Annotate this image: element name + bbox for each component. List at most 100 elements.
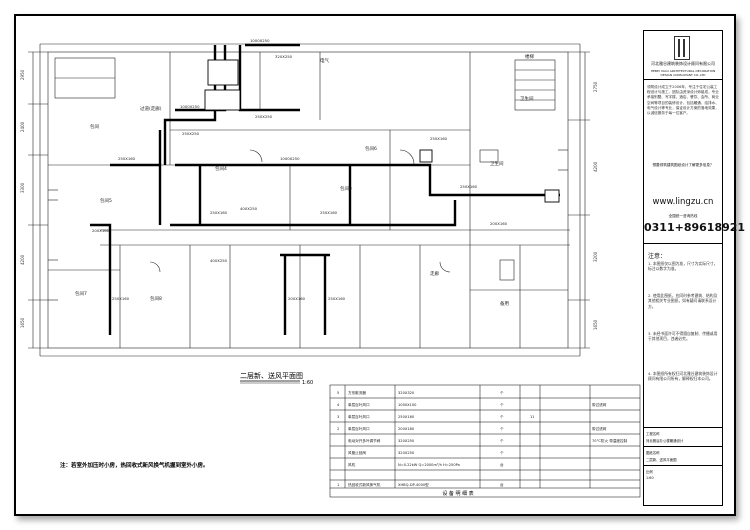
table-cell: XHBQ-DP-4000型 [398, 482, 429, 487]
table-cell: 320X320 [398, 391, 415, 395]
note-item: 3. 未经书面许可不得擅自复制、传播或用于其他项目，违者必究。 [648, 331, 718, 342]
table-cell: 热回收式新风换气机 [348, 482, 381, 487]
duct-label: 400X250 [210, 258, 228, 263]
table-cell: 方形散流器 [348, 390, 366, 395]
duct-label: 250X160 [460, 184, 478, 189]
table-cell: 单层百叶风口 [348, 414, 370, 419]
firm-logo-icon [674, 36, 690, 60]
divider [644, 465, 722, 466]
table-cell: 个 [500, 414, 504, 419]
logo-area: 河北雅谷建筑装饰设计顾问有限公司 HEBEI YAGU ARCHITECTURA… [644, 31, 722, 80]
table-cell: 320X250 [398, 439, 415, 443]
dimension: 4200 [20, 254, 25, 265]
table-cell: 个 [500, 390, 504, 395]
note-item: 1. 本图纸仅以图为准，尺寸为实际尺寸，标注以数字为准。 [648, 261, 718, 272]
phone-number: 0311+89618921 [644, 221, 746, 234]
room-label: 包间9 [340, 185, 352, 192]
duct-label: 400X250 [240, 206, 258, 211]
table-cell: 个 [500, 438, 504, 443]
duct-label: 250X160 [112, 296, 130, 301]
table-cell: 1000X100 [398, 403, 417, 407]
project-label: 工程名称 [646, 432, 660, 436]
room-label: 卫生间 [490, 160, 504, 167]
ad-line: 想要领筑建筑图纸设计了解更多信息？ [652, 163, 714, 167]
table-cell: 单层百叶风口 [348, 402, 370, 407]
room-label: 走廊 [430, 270, 439, 277]
drawing-title: 二层新、送风平面图 [240, 371, 303, 380]
room-label: 过道(走廊) [140, 105, 162, 112]
room-label: 包间5 [100, 197, 112, 204]
drawing-name-label: 图纸名称 [646, 451, 660, 455]
table-cell: 风管止回阀 [348, 450, 366, 455]
duct-label: 1000X250 [250, 38, 270, 43]
dimension: 3300 [20, 182, 25, 193]
table-cell: 台 [500, 482, 504, 487]
duct-label: 250X160 [328, 296, 346, 301]
table-cell: 1 [337, 483, 339, 487]
room-label: 备用 [500, 300, 509, 307]
duct-label: 320X250 [275, 54, 293, 59]
table-cell: 单层百叶风口 [348, 426, 370, 431]
duct-label: 250X160 [118, 156, 136, 161]
website-url[interactable]: www.lingzu.cn [652, 197, 714, 207]
firm-intro: 领筑设计成立于2006年，专注于住宅公装工程设计与施工，团队由资深设计师组成，专… [647, 85, 719, 116]
firm-name-en: HEBEI YAGU ARCHITECTURAL DECORATION DESI… [650, 69, 716, 77]
duct-label: 250X250 [255, 114, 273, 119]
drawing-scale: 1:60 [302, 380, 313, 386]
table-cell: 带过滤网 [592, 426, 607, 431]
dimension: 2400 [20, 121, 25, 132]
room-label: 楼梯 [525, 53, 534, 60]
duct-label: 1000X250 [280, 156, 300, 161]
dimension: 1650 [20, 317, 25, 328]
scale-label: 比例 [646, 470, 653, 474]
table-cell: 带过滤网 [592, 402, 607, 407]
equipment-table [329, 384, 641, 498]
room-label: 包间 [90, 123, 99, 130]
drawing-name: 二层新、送风平面图 [646, 458, 677, 462]
room-label: 电气 [320, 57, 329, 64]
table-cell: 个 [500, 450, 504, 455]
table-cell: 11 [530, 415, 535, 419]
table-cell: 个 [500, 402, 504, 407]
table-cell: 台 [500, 462, 504, 467]
duct-label: 250X250 [182, 131, 200, 136]
dimension: 3200 [593, 251, 598, 262]
project-info: 工程名称 河北雅谷办公楼暖通设计 图纸名称 二层新、送风平面图 比例 1:60 [644, 427, 722, 506]
table-cell: N=0.22kW Q=2000m³/h H=250Pa [398, 463, 460, 467]
title-block: 河北雅谷建筑装饰设计顾问有限公司 HEBEI YAGU ARCHITECTURA… [643, 30, 746, 506]
duct-label: 250X160 [210, 210, 228, 215]
table-cell: 320X250 [398, 451, 415, 455]
dimension: 2950 [20, 69, 25, 80]
project-name: 河北雅谷办公楼暖通设计 [646, 439, 684, 443]
table-cell: 电动对开多叶调节阀 [348, 438, 381, 443]
notes-heading: 注意： [648, 253, 667, 260]
dimension: 2750 [593, 81, 598, 92]
table-cell: 3 [337, 415, 339, 419]
room-label: 包间4 [215, 165, 227, 172]
note-item: 4. 本图纸所有权归河北雅谷建筑装饰设计顾问有限公司所有，解释权归本公司。 [648, 371, 718, 382]
room-label: 包间8 [150, 295, 162, 302]
dimension: 4200 [593, 161, 598, 172]
duct-label: 200X160 [92, 228, 110, 233]
duct-label: 200X160 [288, 296, 306, 301]
table-cell: 5 [337, 391, 339, 395]
table-caption: 设 备 明 细 表 [442, 490, 473, 497]
bottom-note: 注：若室外加压时小房，热回收式新风换气机握到室外小房。 [60, 461, 209, 469]
table-cell: 4 [337, 403, 340, 407]
table-cell: 200X160 [398, 427, 415, 431]
table-cell: 个 [500, 426, 504, 431]
tel-caption: 全国统一咨询热线 [668, 214, 698, 218]
table-cell: 250X160 [398, 415, 415, 419]
divider [644, 243, 722, 244]
divider [644, 446, 722, 447]
scale-value: 1:60 [646, 476, 654, 480]
note-item: 2. 使用此图纸，应同时参考建筑、结构及其他相关专业图纸，如有疑问请联系设计方。 [648, 293, 718, 309]
duct-label: 200X160 [490, 221, 508, 226]
duct-label: 250X160 [430, 136, 448, 141]
duct-label: 1000X250 [180, 104, 200, 109]
room-label: 卫生间 [520, 95, 534, 102]
room-label: 包间7 [75, 290, 87, 297]
sheet-frame [14, 14, 736, 516]
